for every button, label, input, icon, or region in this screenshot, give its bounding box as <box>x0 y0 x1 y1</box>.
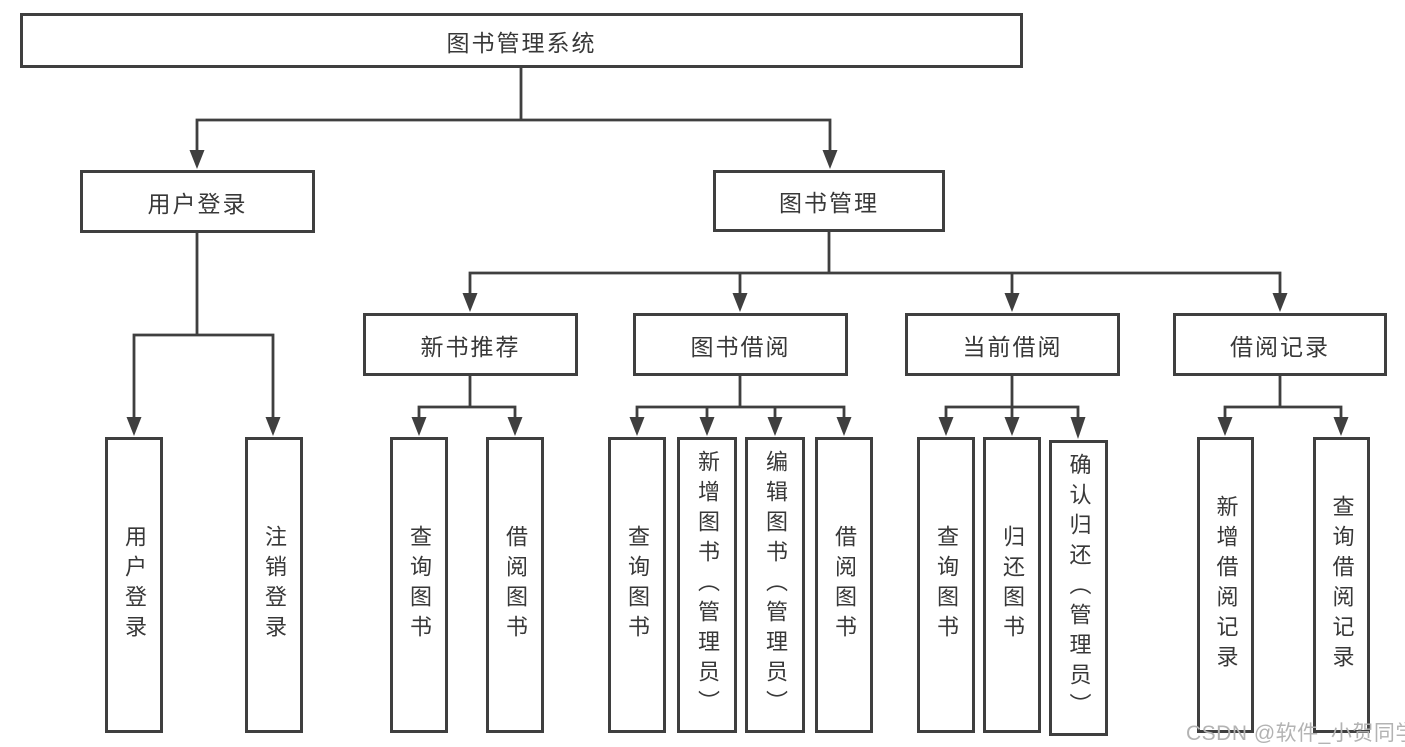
node-book-borrow: 图书借阅 <box>633 313 848 376</box>
leaf-add-book-admin: 新增图书（管理员） <box>677 437 737 733</box>
leaf-query-books-2: 查询图书 <box>608 437 666 733</box>
leaf-logout-login: 注销登录 <box>245 437 303 733</box>
node-book-management: 图书管理 <box>713 170 945 232</box>
leaf-borrow-books-1: 借阅图书 <box>486 437 544 733</box>
leaf-query-borrow-record: 查询借阅记录 <box>1313 437 1370 733</box>
node-current-borrow: 当前借阅 <box>905 313 1120 376</box>
leaf-edit-book-admin: 编辑图书（管理员） <box>745 437 805 733</box>
leaf-borrow-books-2: 借阅图书 <box>815 437 873 733</box>
leaf-query-books-1: 查询图书 <box>390 437 448 733</box>
leaf-query-books-3: 查询图书 <box>917 437 975 733</box>
node-root: 图书管理系统 <box>20 13 1023 68</box>
leaf-return-books: 归还图书 <box>983 437 1041 733</box>
csdn-watermark: CSDN @软件_小贺同学 <box>1186 722 1405 745</box>
leaf-confirm-return-admin: 确认归还（管理员） <box>1049 440 1108 736</box>
node-borrow-records: 借阅记录 <box>1173 313 1387 376</box>
node-user-login: 用户登录 <box>80 170 315 233</box>
node-new-book-recommend: 新书推荐 <box>363 313 578 376</box>
leaf-add-borrow-record: 新增借阅记录 <box>1197 437 1254 733</box>
leaf-user-login: 用户登录 <box>105 437 163 733</box>
